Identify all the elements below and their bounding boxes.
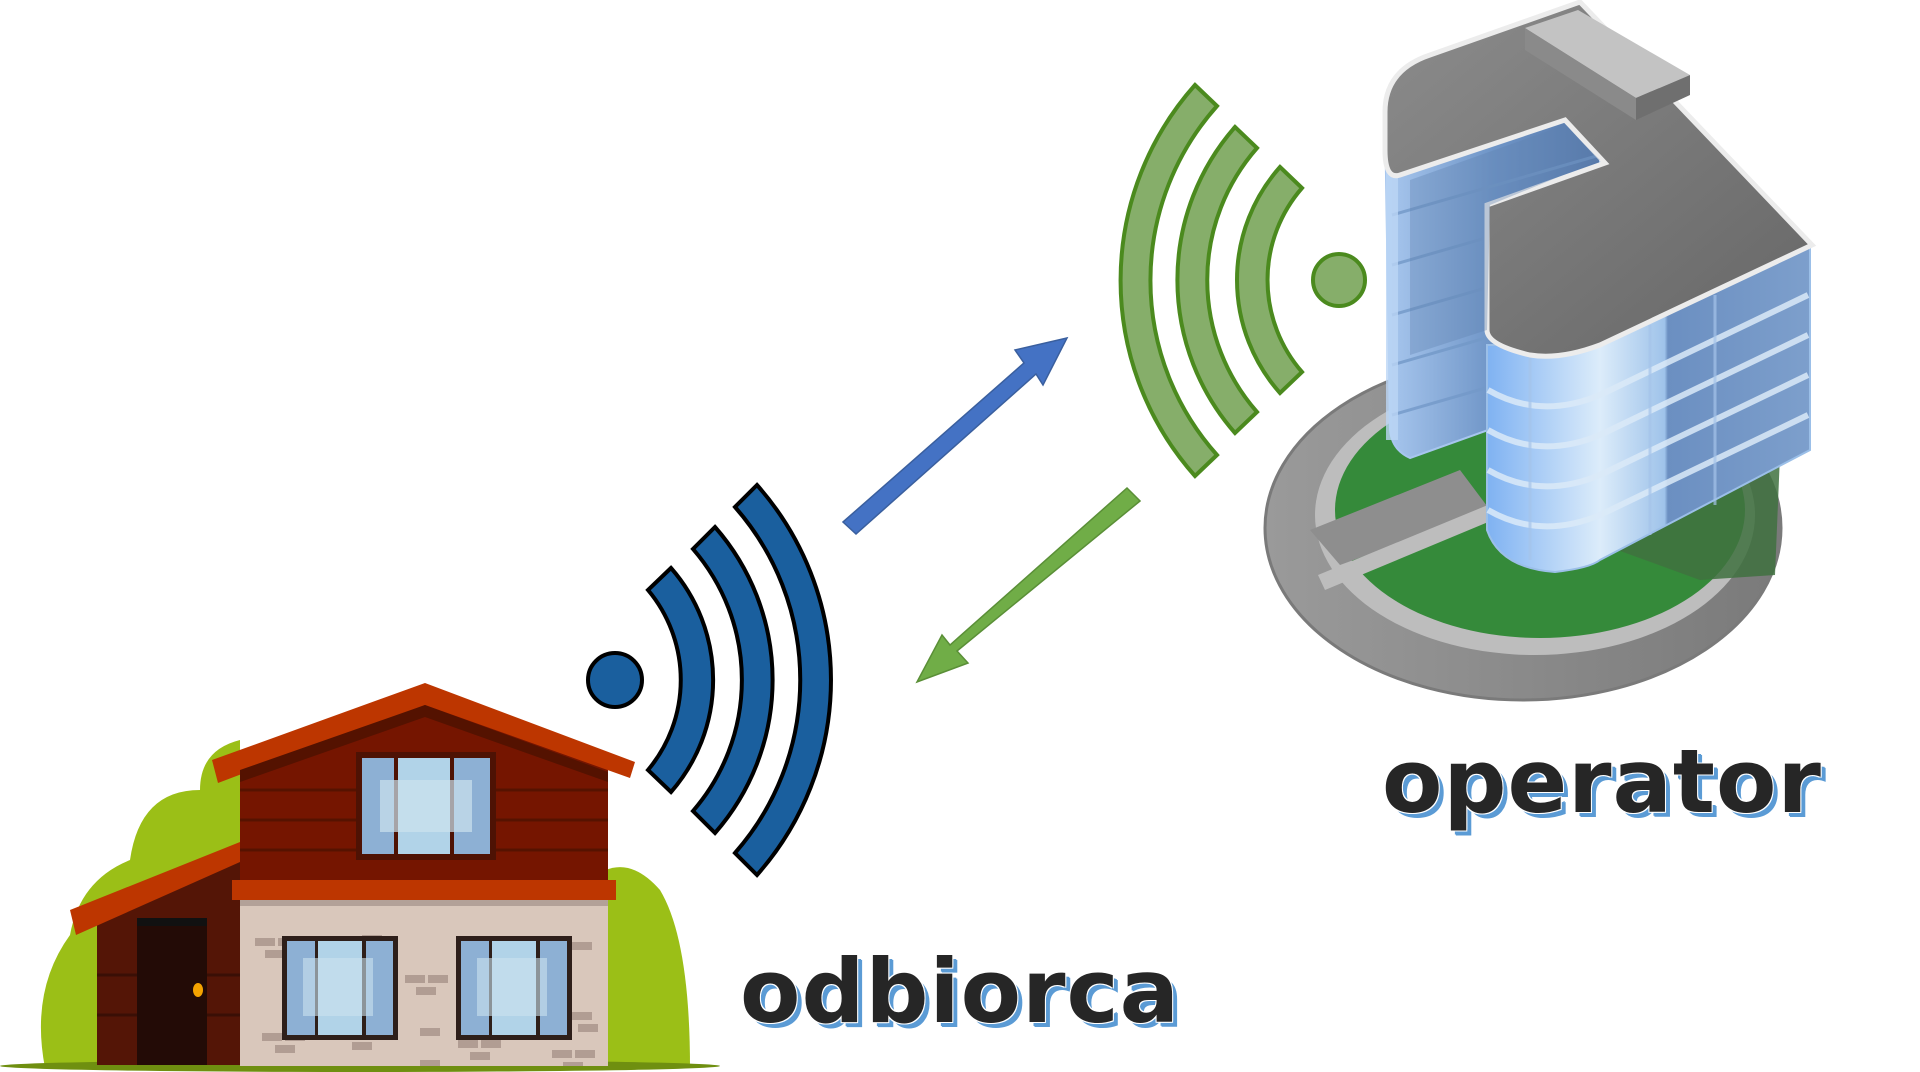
downlink-arrow-icon [915,486,1142,684]
receiver-label: odbiorca [740,940,1181,1043]
office-building-icon [1263,0,1817,702]
receiver-signal-icon [586,482,833,878]
house-icon [0,683,720,1072]
uplink-arrow-icon [841,336,1069,536]
operator-label: operator [1382,730,1822,833]
operator-signal-icon [1118,82,1367,479]
